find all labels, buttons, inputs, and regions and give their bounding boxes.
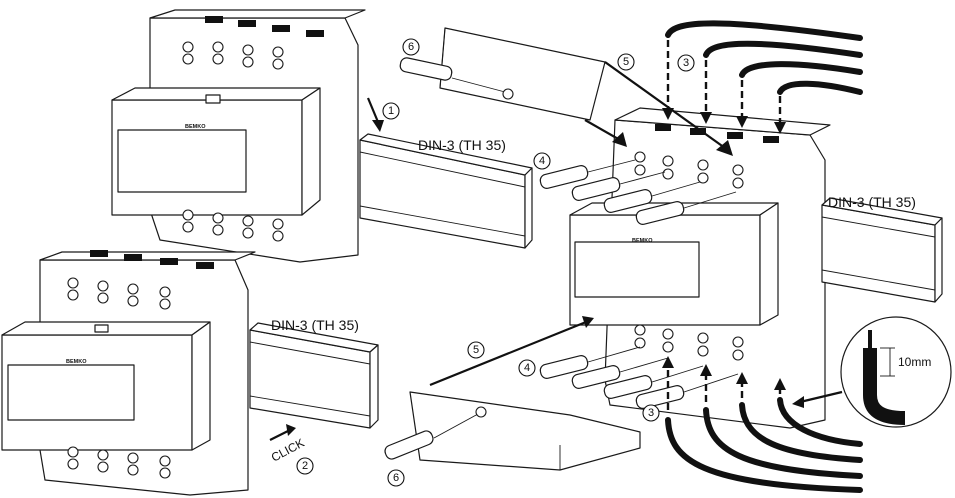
step-6-badge-top: 6 <box>408 41 414 53</box>
din-rail-label-bottom: DIN-3 (TH 35) <box>271 317 359 333</box>
din-rail-right: DIN-3 (TH 35) <box>821 194 943 303</box>
step-1-badge: 1 <box>388 105 394 117</box>
meter-top-left: BEMKO <box>111 9 366 263</box>
bottom-cover <box>409 391 641 471</box>
brand-logo-bottom-left: BEMKO <box>66 359 87 365</box>
wires-lower: 3 <box>642 356 863 493</box>
step-6-badge-bottom: 6 <box>393 472 399 484</box>
screwdrivers-upper: 4 <box>533 152 737 225</box>
screwdriver-bottom: 6 <box>384 406 487 487</box>
din-rail-label-top: DIN-3 (TH 35) <box>418 137 506 153</box>
screwdrivers-lower: 4 <box>518 346 739 409</box>
step-2-badge: 2 <box>302 460 308 472</box>
terminal-screws-bottom <box>182 209 284 242</box>
meter-right: BEMKO <box>569 107 831 429</box>
brand-logo-top-left: BEMKO <box>185 124 206 130</box>
step-3-badge-bottom: 3 <box>648 407 654 419</box>
step-3-badge-top: 3 <box>683 57 689 69</box>
wire-strip-detail: 10mm <box>792 316 952 428</box>
step-5-badge-bottom: 5 <box>473 344 479 356</box>
terminal-screws-top <box>182 41 284 70</box>
wires-upper: 3 <box>662 20 863 134</box>
step-5-arrow-bottom: 5 <box>429 316 594 387</box>
meter-bottom-left: BEMKO <box>1 250 256 496</box>
din-rail-label-right: DIN-3 (TH 35) <box>828 194 916 210</box>
step-4-badge-bottom: 4 <box>524 362 530 374</box>
step-4-badge-top: 4 <box>539 155 545 167</box>
din-rail-bottom: DIN-3 (TH 35) <box>249 317 379 429</box>
din-rail-top: DIN-3 (TH 35) <box>359 133 533 249</box>
step-1-arrow: 1 <box>366 97 400 132</box>
step-5-badge-top: 5 <box>623 56 629 68</box>
top-cover <box>439 27 606 121</box>
brand-logo-right: BEMKO <box>632 238 653 244</box>
step-2-click: CLICK 2 <box>269 424 314 475</box>
screwdriver-top: 6 <box>399 38 514 100</box>
step-5-arrow-top: 5 <box>584 53 733 156</box>
strip-length-label: 10mm <box>898 355 931 369</box>
